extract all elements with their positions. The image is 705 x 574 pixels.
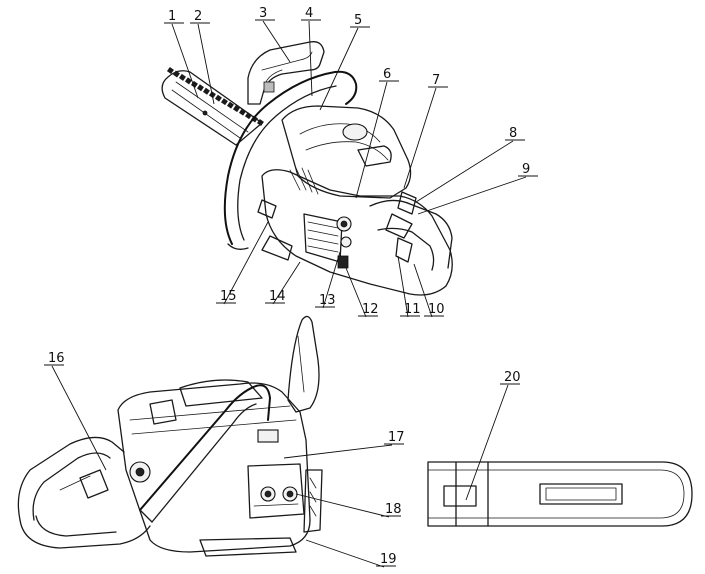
- callout-number: 15: [220, 289, 237, 304]
- callout-leader-line: [417, 176, 527, 215]
- saw-body: [257, 169, 453, 296]
- callout-number: 14: [269, 289, 286, 304]
- chain-tooth: [196, 84, 204, 92]
- callout-leader-line: [223, 221, 269, 305]
- callout-leader-line: [415, 140, 514, 203]
- callout-18: 18: [295, 493, 402, 518]
- callout-leader-line: [413, 263, 433, 318]
- callout-9: 9: [417, 162, 538, 215]
- callout-7: 7: [403, 73, 448, 189]
- front-handle-tube: [223, 70, 358, 250]
- chain-tooth: [238, 108, 246, 116]
- callout-4: 4: [301, 6, 321, 97]
- callout-number: 12: [362, 302, 379, 317]
- chain-tooth: [172, 70, 180, 78]
- chain-tooth: [202, 87, 210, 95]
- callout-1: 1: [164, 9, 199, 99]
- callout-number: 2: [194, 9, 202, 24]
- callout-number: 3: [259, 6, 267, 21]
- callout-leader-line: [272, 261, 301, 305]
- callout-number: 9: [522, 162, 530, 177]
- callout-leader-line: [355, 81, 388, 199]
- chainsaw-perspective-view: [161, 41, 453, 296]
- callout-number: 5: [354, 13, 362, 28]
- callout-5: 5: [319, 13, 370, 111]
- callout-11: 11: [397, 255, 421, 318]
- callout-leader-line: [283, 444, 393, 459]
- chain-tooth: [178, 73, 186, 81]
- callout-10: 10: [413, 263, 445, 318]
- callout-8: 8: [415, 126, 525, 203]
- callout-number: 7: [432, 73, 440, 88]
- callout-number: 8: [509, 126, 517, 141]
- engine-cover: [281, 105, 412, 199]
- callout-number: 16: [48, 351, 65, 366]
- callout-number: 4: [305, 6, 313, 21]
- callout-17: 17: [283, 430, 405, 459]
- callout-13: 13: [315, 251, 341, 309]
- callout-2: 2: [190, 9, 215, 105]
- callout-leader-line: [308, 20, 313, 97]
- callout-19: 19: [305, 539, 397, 568]
- callout-20: 20: [465, 370, 521, 501]
- callout-number: 19: [380, 552, 397, 567]
- callout-leader-line: [397, 255, 409, 318]
- callout-leader-line: [465, 384, 509, 501]
- callout-leader-line: [197, 23, 215, 105]
- callout-number: 1: [168, 9, 176, 24]
- callout-12: 12: [345, 267, 379, 318]
- callout-number: 10: [428, 302, 445, 317]
- chain-tooth: [214, 94, 222, 102]
- callout-3: 3: [255, 6, 291, 63]
- callout-14: 14: [265, 261, 301, 305]
- chain-tooth: [184, 77, 192, 85]
- front-hand-guard: [247, 41, 325, 105]
- callout-leader-line: [322, 251, 341, 309]
- callout-number: 11: [404, 302, 421, 317]
- callout-leader-line: [295, 493, 390, 518]
- callout-number: 13: [319, 293, 336, 308]
- chainsaw-side-view: [17, 315, 323, 557]
- callout-number: 18: [385, 502, 402, 517]
- chain-tooth: [220, 98, 228, 106]
- callout-leader-line: [51, 365, 107, 471]
- chain-tooth: [226, 101, 234, 109]
- callout-leader-line: [319, 27, 359, 111]
- chain-tooth: [244, 112, 252, 120]
- callout-leader-line: [171, 23, 199, 99]
- callout-leader-line: [403, 87, 437, 189]
- guide-bar-with-chain: [161, 67, 264, 146]
- chain-tooth: [256, 119, 264, 126]
- chain-tooth: [232, 105, 240, 113]
- callout-leader-line: [305, 539, 385, 568]
- chain-tooth: [166, 67, 174, 74]
- callout-number: 17: [388, 430, 405, 445]
- callout-leader-line: [345, 267, 367, 318]
- callout-leader-line: [262, 20, 291, 63]
- callout-number: 20: [504, 370, 521, 385]
- air-filter-grill: [307, 221, 339, 253]
- callout-number: 6: [383, 67, 391, 82]
- callout-6: 6: [355, 67, 399, 199]
- callout-16: 16: [44, 351, 107, 471]
- guide-bar-plan-view: [427, 461, 693, 527]
- callout-15: 15: [216, 221, 269, 305]
